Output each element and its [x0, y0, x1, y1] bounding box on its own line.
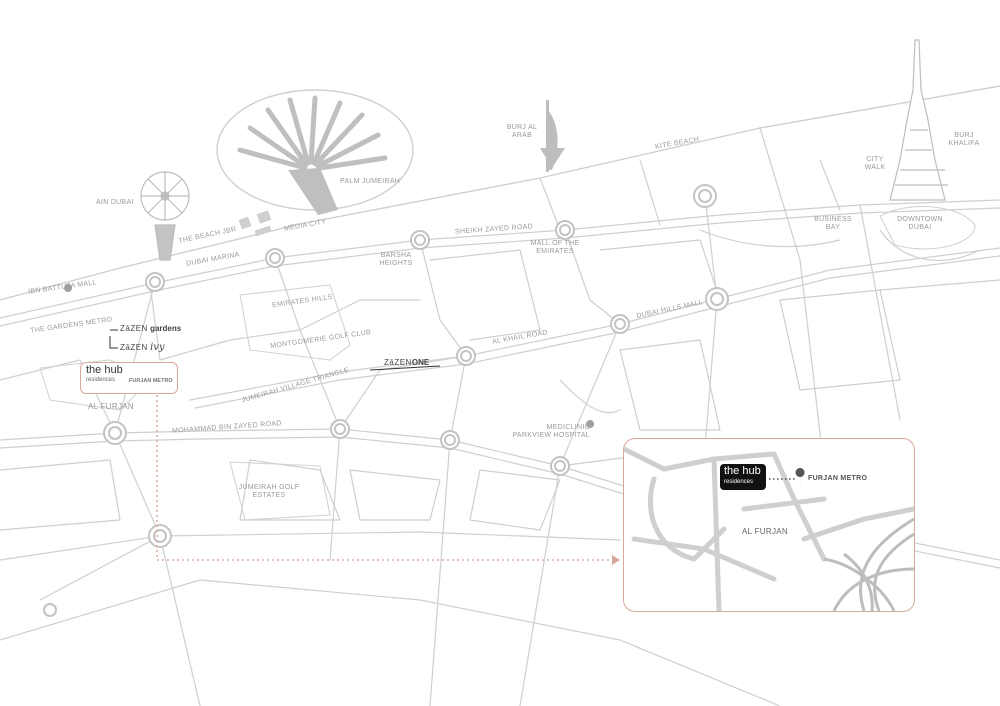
- label-jumeirah-golf-estates: JUMEIRAH GOLF ESTATES: [238, 484, 300, 500]
- zazen-prefix: ZāZEN: [384, 358, 412, 367]
- sheikh-zayed-road: [0, 199, 1000, 319]
- inset-hub-name: the hub: [724, 465, 761, 477]
- the-hub-marker[interactable]: the hub residences FURJAN METRO: [80, 362, 178, 394]
- label-downtown-dubai: DOWNTOWN DUBAI: [897, 216, 943, 232]
- zazen-ivy-label: ZāZEN ivy: [120, 342, 165, 353]
- ivy-word: ivy: [150, 342, 165, 353]
- zazen-one-road: [369, 365, 441, 371]
- burj-khalifa: [889, 39, 948, 201]
- coastline: [0, 85, 1000, 301]
- label-ain-dubai: AIN DUBAI: [96, 199, 134, 206]
- inset-roads: [624, 446, 914, 611]
- label-city-walk: CITY WALK: [864, 156, 886, 172]
- palm-jumeirah: [216, 89, 414, 215]
- media-city: [238, 210, 272, 237]
- zazen-prefix: ZāZEN: [120, 324, 148, 333]
- inset-label-al-furjan: AL FURJAN: [742, 527, 788, 536]
- mediclinic-pin-icon: [586, 420, 595, 438]
- inset-map: the hub residences FURJAN METRO AL FURJA…: [623, 438, 915, 612]
- label-business-bay: BUSINESS BAY: [814, 216, 852, 232]
- zazen-one-label: ZāZENONE: [384, 358, 429, 367]
- emirates-hills-area: [239, 284, 351, 361]
- label-burj-al-arab: BURJ AL ARAB: [506, 124, 538, 140]
- inset-label-furjan-metro: FURJAN METRO: [808, 475, 868, 482]
- label-al-furjan: AL FURJAN: [88, 402, 134, 411]
- one-word: ONE: [411, 358, 430, 367]
- ain-dubai-wheel: [140, 171, 190, 261]
- metro-stations: [43, 184, 729, 617]
- burj-al-arab: [540, 100, 565, 172]
- label-mediclinic: MEDICLINIC PARKVIEW HOSPITAL: [512, 424, 590, 440]
- gardens-word: gardens: [150, 324, 182, 333]
- zazen-prefix: ZāZEN: [120, 343, 148, 352]
- hub-connector: [156, 395, 612, 561]
- furjan-metro-mini: FURJAN METRO: [129, 378, 173, 384]
- jumeirah-golf-estates-area: [229, 461, 331, 521]
- label-burj-khalifa: BURJ KHALIFA: [948, 132, 980, 148]
- ibn-battuta-pin-icon: [64, 284, 73, 302]
- inset-hub-sub: residences: [724, 479, 754, 485]
- label-mall-of-the-emirates: MALL OF THE EMIRATES: [530, 240, 580, 256]
- zazen-gardens-label: ZāZEN gardens: [120, 324, 181, 333]
- inset-pin-icon: [795, 468, 805, 487]
- label-palm-jumeirah: PALM JUMEIRAH: [340, 178, 401, 185]
- hub-sub: residences: [86, 377, 116, 383]
- hub-name: the hub: [86, 364, 123, 376]
- inset-hub-badge[interactable]: the hub residences: [720, 464, 766, 490]
- label-barsha-heights: BARSHA HEIGHTS: [379, 252, 413, 268]
